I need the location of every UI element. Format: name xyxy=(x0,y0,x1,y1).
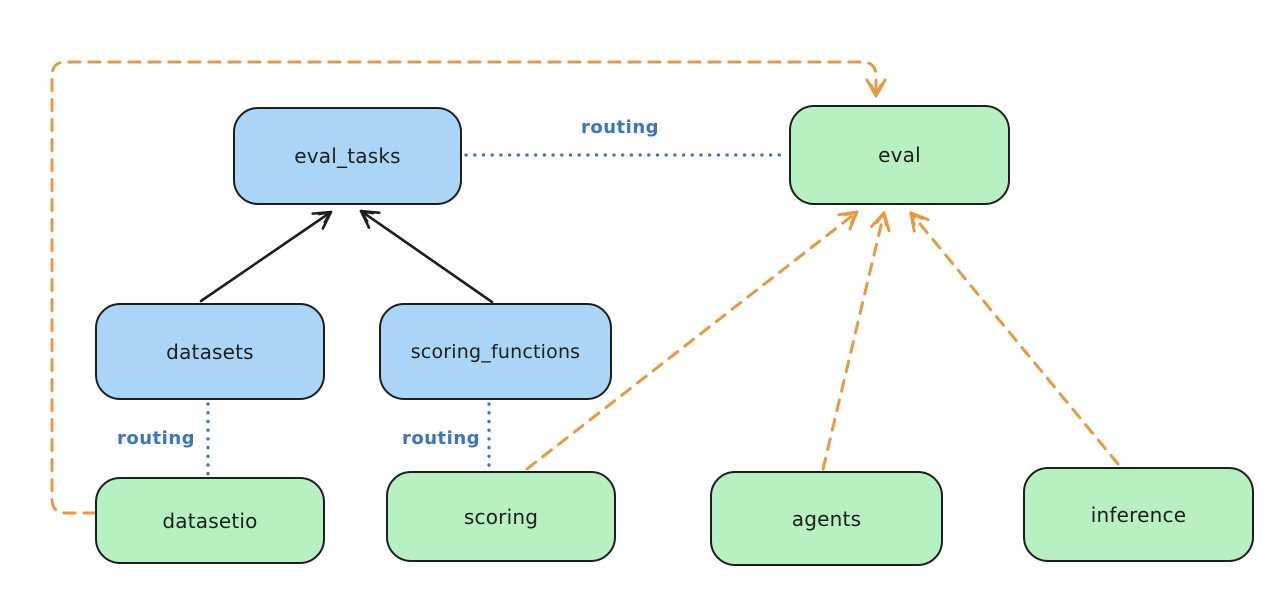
node-label: eval_tasks xyxy=(294,144,401,168)
node-label: inference xyxy=(1090,502,1187,527)
node-datasetio: datasetio xyxy=(95,477,325,564)
node-agents: agents xyxy=(710,471,943,566)
node-datasets: datasets xyxy=(95,303,325,400)
node-eval-tasks: eval_tasks xyxy=(233,107,462,205)
node-inference: inference xyxy=(1023,467,1254,562)
node-label: datasetio xyxy=(162,508,258,533)
node-label: scoring xyxy=(463,504,539,529)
edge-scoring-functions-to-eval-tasks xyxy=(359,209,494,304)
node-label: scoring_functions xyxy=(410,340,581,363)
node-eval: eval xyxy=(789,105,1010,205)
node-scoring-functions: scoring_functions xyxy=(379,303,612,400)
node-label: eval xyxy=(878,143,921,167)
node-scoring: scoring xyxy=(386,471,616,562)
routing-label-scoring-functions-scoring: routing xyxy=(401,428,481,449)
node-label: agents xyxy=(791,506,862,531)
edge-agents-to-eval xyxy=(821,211,891,471)
edge-inference-to-eval xyxy=(909,211,1120,466)
edge-scoring-to-eval xyxy=(525,210,859,471)
routing-label-datasets-datasetio: routing xyxy=(116,428,196,449)
edge-datasets-to-eval-tasks xyxy=(199,210,333,303)
routing-label-eval-tasks-eval: routing xyxy=(580,117,660,138)
node-label: datasets xyxy=(166,339,254,364)
edge-datasetio-to-eval xyxy=(50,60,887,515)
